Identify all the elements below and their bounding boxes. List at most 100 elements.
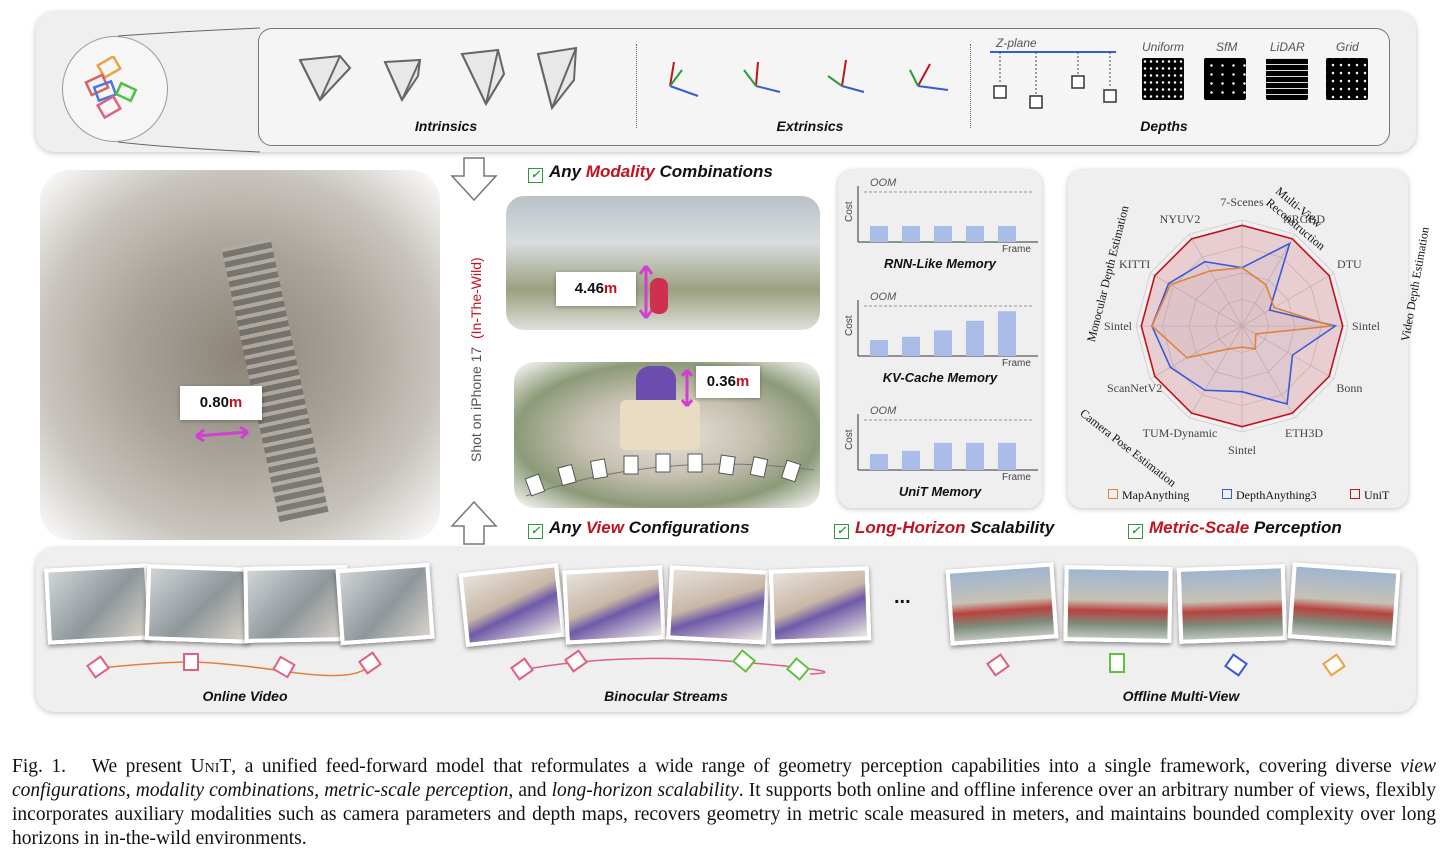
measure-tag-top: 4.46m bbox=[556, 272, 636, 306]
measure-tag-left: 0.80m bbox=[180, 386, 262, 420]
camera-trajectory bbox=[524, 453, 815, 497]
caption-t2: , a unified feed-forward model that refo… bbox=[231, 756, 1401, 777]
zplane-label: Z-plane bbox=[996, 36, 1037, 50]
metric-post: Perception bbox=[1249, 518, 1342, 537]
grid-depth-map bbox=[1326, 58, 1368, 100]
binocular-photo-2 bbox=[562, 565, 666, 645]
memory-bar bbox=[966, 226, 984, 242]
frame-label: Frame bbox=[1002, 358, 1031, 369]
offline-photo-1 bbox=[945, 562, 1059, 646]
caption-i2: modality combinations bbox=[135, 780, 315, 801]
radar-axis-label: Sintel bbox=[1351, 319, 1381, 333]
legend-label: DepthAnything3 bbox=[1236, 488, 1317, 502]
memory-bar bbox=[902, 336, 920, 356]
frame-label: Frame bbox=[1002, 472, 1031, 483]
camera-cluster-icon bbox=[84, 56, 138, 120]
caption-i1: view configurations bbox=[12, 756, 1437, 801]
oom-label: OOM bbox=[870, 291, 897, 303]
binocular-label: Binocular Streams bbox=[604, 688, 728, 704]
shot-label: Shot on iPhone 17 (In-The-Wild) bbox=[468, 232, 488, 462]
legend-label: MapAnything bbox=[1122, 488, 1190, 502]
memory-bar bbox=[934, 330, 952, 356]
measure-left-unit: m bbox=[228, 394, 243, 411]
zplane-diagram bbox=[990, 51, 1117, 109]
measure-bottom-unit: m bbox=[735, 373, 750, 390]
long-red: Long-Horizon bbox=[855, 518, 966, 537]
zoom-callout-lines bbox=[117, 27, 261, 153]
radar-axis-label: TUM-Dynamic bbox=[1142, 426, 1218, 441]
radar-axis-label: Bonn bbox=[1336, 381, 1363, 395]
memory-bar bbox=[870, 226, 888, 242]
extrinsics-label: Extrinsics bbox=[776, 118, 844, 134]
radar-axis-label: KITTI bbox=[1118, 257, 1151, 271]
offline-photo-4 bbox=[1287, 562, 1401, 646]
cost-label: Cost bbox=[844, 315, 855, 336]
measure-left-value: 0.80 bbox=[199, 394, 229, 411]
legend-swatch bbox=[1350, 489, 1360, 499]
legend-depthanything3: DepthAnything3 bbox=[1222, 488, 1317, 503]
check-icon: ✓ bbox=[528, 524, 543, 539]
online-label: Online Video bbox=[202, 688, 288, 704]
offline-cameras bbox=[986, 653, 1346, 677]
top-inner-panel bbox=[258, 28, 1390, 146]
online-photo-3 bbox=[243, 565, 349, 643]
measure-arrow-top bbox=[638, 265, 654, 319]
divider-1 bbox=[636, 44, 637, 128]
radar-axis-label: 7-Scenes bbox=[1220, 195, 1264, 209]
metric-red: Metric-Scale bbox=[1149, 518, 1250, 537]
caption-t5: , and bbox=[508, 780, 552, 801]
measure-top-unit: m bbox=[603, 280, 618, 297]
measure-arrow-left bbox=[195, 425, 249, 443]
view-pre: Any bbox=[549, 518, 586, 537]
oom-label: OOM bbox=[870, 177, 897, 189]
online-photo-4 bbox=[335, 562, 435, 646]
legend-unit: UniT bbox=[1350, 488, 1389, 503]
cost-label: Cost bbox=[844, 201, 855, 222]
modality-post: Combinations bbox=[654, 162, 773, 181]
caption-i3: metric-scale perception bbox=[324, 780, 509, 801]
offline-photo-2 bbox=[1063, 565, 1173, 643]
modality-red: Modality bbox=[585, 162, 655, 181]
memory-bar bbox=[966, 442, 984, 470]
memory-bar bbox=[870, 340, 888, 356]
online-trajectory bbox=[86, 651, 382, 679]
ellipsis: ... bbox=[894, 586, 911, 608]
figure-caption: Fig. 1. We present UniT, a unified feed-… bbox=[12, 755, 1436, 851]
long-post: Scalability bbox=[965, 518, 1055, 537]
radar-axis-label: ScanNetV2 bbox=[1106, 381, 1163, 395]
sfm-depth-map bbox=[1204, 58, 1246, 100]
measure-bottom-value: 0.36 bbox=[706, 373, 736, 390]
measure-arrow-bottom bbox=[680, 369, 694, 407]
radar-series-DepthAnything3 bbox=[1151, 241, 1338, 406]
up-arrow-icon bbox=[450, 500, 498, 545]
check-icon: ✓ bbox=[1128, 524, 1143, 539]
radar-spoke bbox=[1241, 234, 1296, 327]
memory-bar bbox=[998, 226, 1016, 242]
cost-label: Cost bbox=[844, 429, 855, 450]
oom-label: OOM bbox=[870, 405, 897, 417]
caption-t4: , bbox=[314, 780, 325, 801]
online-photo-1 bbox=[44, 563, 152, 645]
ottoman bbox=[620, 400, 700, 450]
down-arrow-icon bbox=[450, 157, 498, 202]
memory-bar bbox=[870, 454, 888, 470]
radar-axis-label: Sintel bbox=[1103, 319, 1133, 333]
legend-swatch bbox=[1108, 489, 1118, 499]
offline-photo-3 bbox=[1176, 564, 1288, 644]
lidar-depth-map bbox=[1266, 58, 1308, 100]
long-horizon-title: ✓ Long-Horizon Scalability bbox=[834, 518, 1055, 539]
radar-axis-label: DTU bbox=[1337, 257, 1362, 271]
depths-label: Depths bbox=[1140, 118, 1188, 134]
memory-bar bbox=[998, 442, 1016, 470]
radar-axis-label: NYUV2 bbox=[1159, 211, 1201, 226]
check-icon: ✓ bbox=[834, 524, 849, 539]
radar-chart bbox=[1135, 219, 1349, 433]
radar-axis-label: ETH3D bbox=[1285, 426, 1323, 441]
sculpture-mark bbox=[650, 278, 668, 314]
radar-series-UniT bbox=[1140, 224, 1344, 428]
intrinsics-label: Intrinsics bbox=[414, 118, 478, 134]
modality-pre: Any bbox=[549, 162, 586, 181]
caption-name: UniT bbox=[190, 756, 232, 777]
axis-triad-icons bbox=[669, 59, 949, 97]
